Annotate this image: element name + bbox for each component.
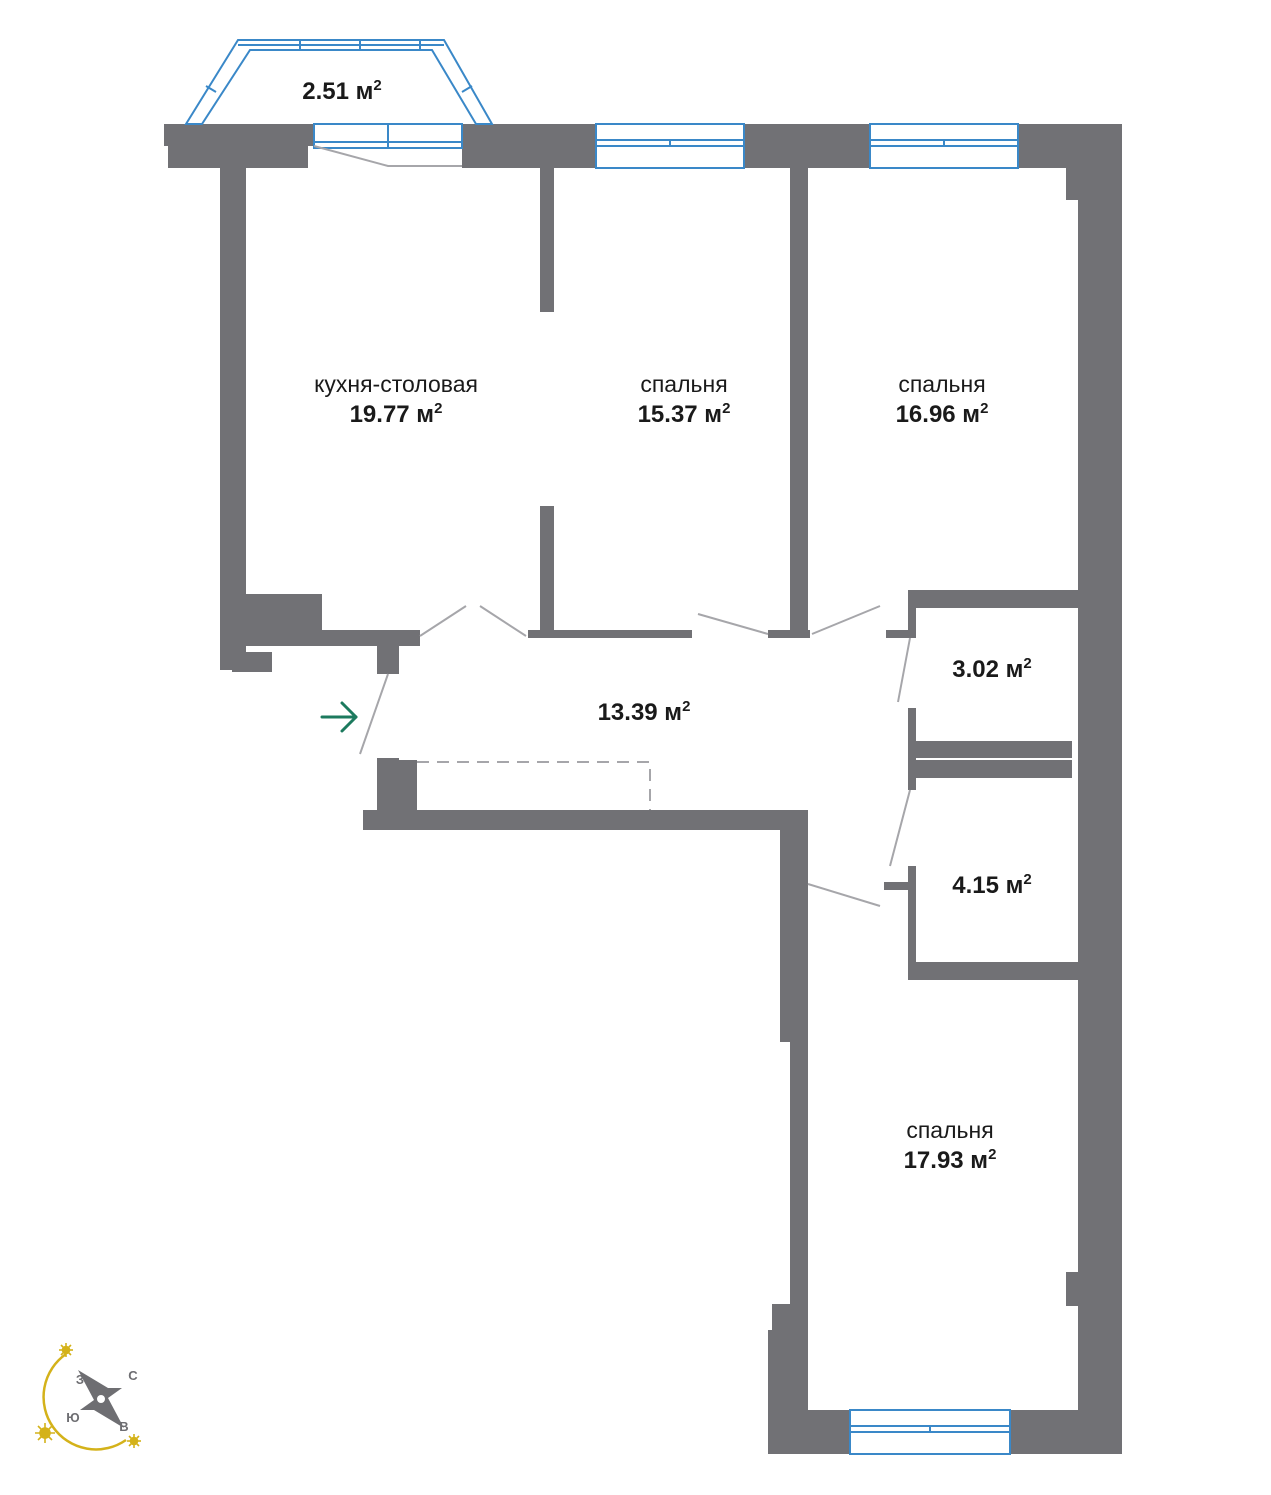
wall-bedroom2-bottom-stub: [768, 630, 810, 638]
wall-toilet-left: [908, 866, 916, 978]
wall-bedroom2-bottom: [908, 590, 1080, 608]
compass-north: С: [128, 1368, 138, 1383]
wall-kitchen-bedroom1-bottom: [540, 506, 554, 636]
closet-outline: [417, 761, 651, 810]
wall-entry-jamb-top: [377, 640, 399, 674]
windows: [313, 123, 1019, 1455]
bedroom1-area: 15.37 м2: [638, 400, 731, 428]
wall-bedroom1-bottom: [528, 630, 692, 638]
bedroom1-name: спальня: [640, 371, 727, 397]
balcony-area: 2.51 м2: [302, 77, 381, 105]
door-bedroom2: [811, 605, 881, 635]
wall-bathroom-toilet-a: [916, 741, 1072, 758]
window-kitchen: [313, 123, 463, 149]
bedroom2-area: 16.96 м2: [896, 400, 989, 428]
bedroom3-area: 17.93 м2: [904, 1146, 997, 1174]
wall-toilet-bottom: [908, 962, 1080, 980]
wall-bedroom3-left-a: [780, 810, 808, 1042]
compass-east: В: [119, 1419, 128, 1434]
hallway-area: 13.39 м2: [598, 698, 691, 726]
kitchen-duct: [246, 594, 322, 630]
window-bedroom-3: [849, 1409, 1011, 1455]
sun-icon: [35, 1423, 55, 1443]
compass-south: Ю: [66, 1410, 79, 1425]
sun-icon: [127, 1434, 141, 1448]
wall-bedroom3-left-b: [790, 1040, 808, 1308]
closet-post: [399, 760, 417, 810]
door-bedroom3: [807, 883, 881, 907]
wall-bathroom-left-top: [908, 590, 916, 638]
wall-bottom-left: [768, 1410, 852, 1454]
kitchen-name: кухня-столовая: [314, 371, 478, 397]
wall-toilet-door-stub: [884, 882, 914, 890]
wall-top-left-stub: [164, 124, 314, 146]
wall-kitchen-bedroom1-top: [540, 166, 554, 312]
wall-bedroom1-bedroom2: [790, 166, 808, 636]
kitchen-area: 19.77 м2: [350, 400, 443, 428]
room-labels: 2.51 м2 кухня-столовая 19.77 м2 спальня …: [302, 77, 1031, 1174]
wall-bottom-right: [1010, 1410, 1122, 1454]
bedroom2-name: спальня: [898, 371, 985, 397]
door-bedroom1: [697, 613, 769, 635]
walls: [164, 124, 1122, 1454]
bedroom3-name: спальня: [906, 1117, 993, 1143]
wall-bathroom-left-mid: [908, 708, 916, 790]
door-balcony: [313, 145, 462, 167]
wall-entry-jamb-bottom: [377, 758, 399, 810]
sun-arc: [42, 1352, 127, 1451]
wall-right-notch-bottom: [1066, 1272, 1080, 1306]
toilet-area: 4.15 м2: [952, 871, 1031, 899]
wall-top-mid-2: [744, 124, 872, 168]
wall-right-notch-top: [1066, 168, 1080, 200]
door-bathroom: [897, 637, 911, 703]
wall-bathroom-toilet-b: [916, 760, 1072, 778]
compass-rose-icon: З С Ю В: [35, 1343, 141, 1451]
wall-kitchen-bottom: [220, 630, 420, 646]
door-toilet: [889, 789, 911, 867]
wall-bedroom3-left-c: [772, 1304, 808, 1334]
kitchen-corner-block: [232, 652, 272, 672]
arrow-right-icon: [320, 701, 358, 733]
wall-right: [1078, 124, 1122, 1454]
door-entrance: [359, 673, 389, 755]
doors: [313, 145, 911, 907]
door-kitchen-left: [419, 605, 467, 637]
bathroom-area: 3.02 м2: [952, 655, 1031, 683]
window-bedroom-1: [595, 123, 745, 169]
wall-kitchen-left: [220, 166, 246, 670]
compass-west: З: [76, 1372, 84, 1387]
balcony-glazing: [184, 39, 494, 125]
wall-bathroom-door-stub: [886, 630, 914, 638]
door-kitchen-right: [479, 605, 527, 637]
wall-top-mid-1: [462, 124, 598, 168]
sun-icon: [59, 1343, 73, 1357]
wall-top-left-base: [168, 144, 308, 168]
wall-hallway-bottom: [363, 810, 807, 830]
window-bedroom-2: [869, 123, 1019, 169]
